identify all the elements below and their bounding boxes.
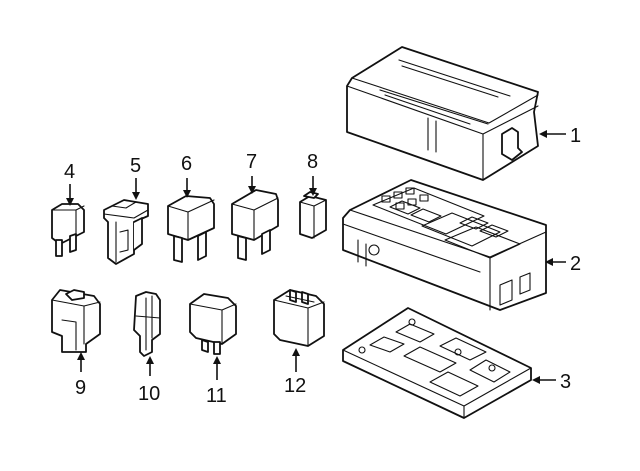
- callout-12: 12: [284, 375, 306, 397]
- callout-1: 1: [570, 125, 581, 147]
- callout-3: 3: [560, 371, 571, 393]
- part-1-cover[interactable]: [346, 46, 539, 181]
- callout-4: 4: [64, 161, 75, 183]
- part-3-base-tray[interactable]: [342, 307, 532, 419]
- part-10-terminal[interactable]: [133, 291, 161, 357]
- part-12-relay[interactable]: [273, 289, 325, 347]
- callout-6: 6: [181, 153, 192, 175]
- callout-11: 11: [206, 385, 227, 407]
- callout-labels: 1 2 3 4 5 6 7 8 9 10 11 12: [64, 125, 581, 407]
- callout-2: 2: [570, 253, 581, 275]
- callout-9: 9: [75, 377, 86, 399]
- callout-7: 7: [246, 151, 257, 173]
- part-7-maxi-fuse[interactable]: [231, 189, 279, 261]
- part-6-ato-fuse[interactable]: [167, 195, 215, 263]
- callout-10: 10: [138, 383, 160, 405]
- part-9-connector[interactable]: [51, 289, 101, 353]
- part-2-fuse-box[interactable]: [342, 179, 547, 311]
- part-4-mini-fuse[interactable]: [51, 203, 85, 257]
- part-11-relay[interactable]: [189, 293, 237, 355]
- leader-lines: [66, 130, 566, 384]
- part-8-mini-relay[interactable]: [299, 191, 327, 239]
- part-5-fuse-holder[interactable]: [103, 199, 149, 265]
- callout-8: 8: [307, 151, 318, 173]
- callout-5: 5: [130, 155, 141, 177]
